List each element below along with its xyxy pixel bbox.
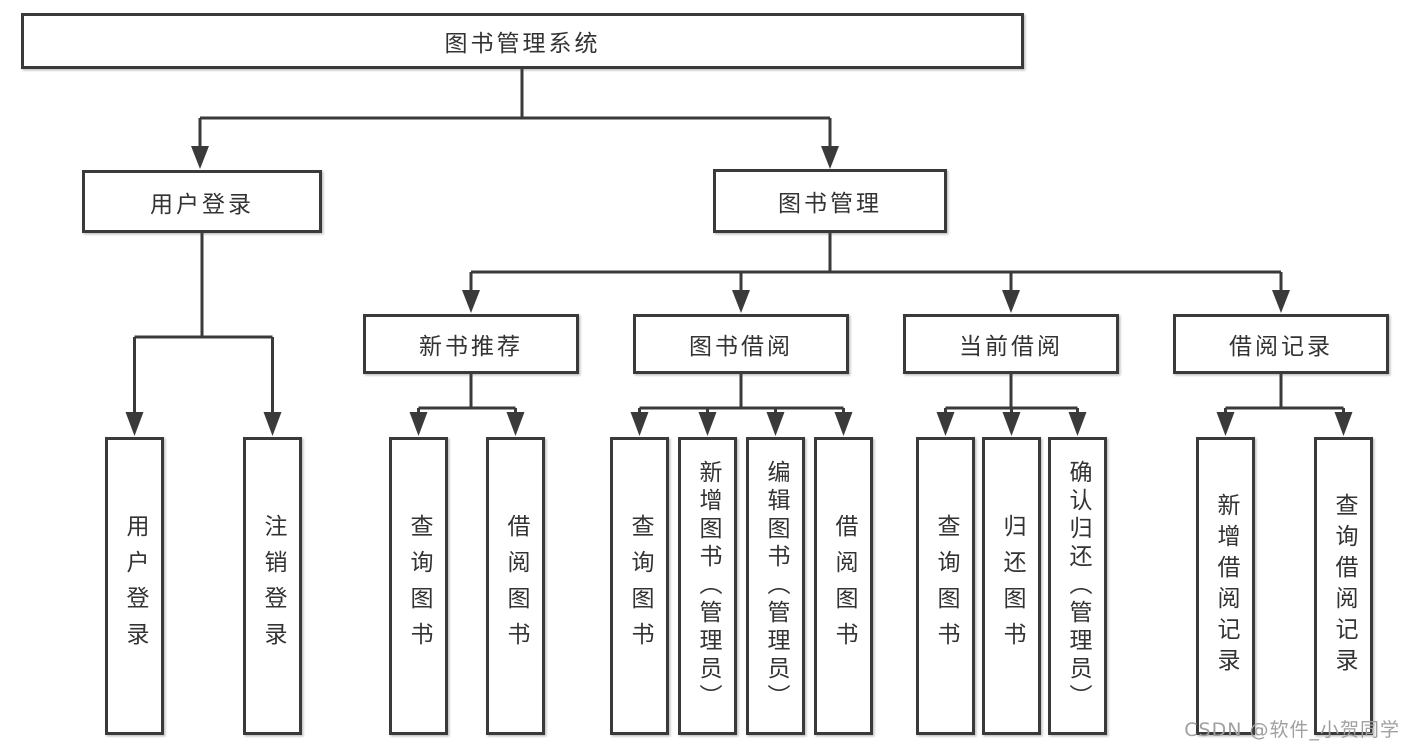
leaf-query-book-3: 查询图书 xyxy=(916,437,975,735)
leaf-confirm-return-admin-label: 确认归还（管理员） xyxy=(1065,460,1091,712)
node-current-borrow: 当前借阅 xyxy=(903,314,1119,374)
leaf-borrow-book-1: 借阅图书 xyxy=(486,437,545,735)
leaf-user-login-label: 用户登录 xyxy=(122,514,148,658)
leaf-borrow-book-2-label: 借阅图书 xyxy=(831,514,857,658)
leaf-add-borrow-record-label: 新增借阅记录 xyxy=(1213,493,1239,679)
leaf-add-borrow-record: 新增借阅记录 xyxy=(1196,437,1255,735)
node-new-book-recommend-label: 新书推荐 xyxy=(419,334,523,360)
node-book-borrow-label: 图书借阅 xyxy=(689,334,793,360)
node-user-login: 用户登录 xyxy=(82,170,322,233)
node-borrow-record-label: 借阅记录 xyxy=(1229,334,1333,360)
node-root-system: 图书管理系统 xyxy=(21,13,1024,69)
leaf-borrow-book-1-label: 借阅图书 xyxy=(503,514,529,658)
leaf-edit-book-admin: 编辑图书（管理员） xyxy=(746,437,805,735)
csdn-watermark: CSDN @软件_小贺同学 xyxy=(1184,719,1400,741)
leaf-logout-label: 注销登录 xyxy=(260,514,286,658)
leaf-query-book-2-label: 查询图书 xyxy=(627,514,653,658)
leaf-query-book-2: 查询图书 xyxy=(610,437,669,735)
leaf-add-book-admin: 新增图书（管理员） xyxy=(678,437,737,735)
node-user-login-label: 用户登录 xyxy=(150,191,254,218)
leaf-user-login: 用户登录 xyxy=(105,437,164,735)
leaf-query-borrow-record-label: 查询借阅记录 xyxy=(1331,493,1357,679)
node-borrow-record: 借阅记录 xyxy=(1173,314,1389,374)
leaf-query-book-3-label: 查询图书 xyxy=(933,514,959,658)
leaf-return-book: 归还图书 xyxy=(982,437,1041,735)
node-book-borrow: 图书借阅 xyxy=(633,314,849,374)
node-root-label: 图书管理系统 xyxy=(444,31,601,57)
leaf-query-book-1: 查询图书 xyxy=(389,437,448,735)
leaf-query-book-1-label: 查询图书 xyxy=(406,514,432,658)
leaf-edit-book-admin-label: 编辑图书（管理员） xyxy=(763,460,789,712)
leaf-return-book-label: 归还图书 xyxy=(999,514,1025,658)
leaf-borrow-book-2: 借阅图书 xyxy=(814,437,873,735)
leaf-add-book-admin-label: 新增图书（管理员） xyxy=(695,460,721,712)
node-new-book-recommend: 新书推荐 xyxy=(363,314,579,374)
leaf-logout: 注销登录 xyxy=(243,437,302,735)
leaf-confirm-return-admin: 确认归还（管理员） xyxy=(1048,437,1107,735)
node-current-borrow-label: 当前借阅 xyxy=(959,334,1063,360)
node-book-management-label: 图书管理 xyxy=(778,191,882,217)
node-book-management: 图书管理 xyxy=(713,169,947,233)
leaf-query-borrow-record: 查询借阅记录 xyxy=(1314,437,1373,735)
